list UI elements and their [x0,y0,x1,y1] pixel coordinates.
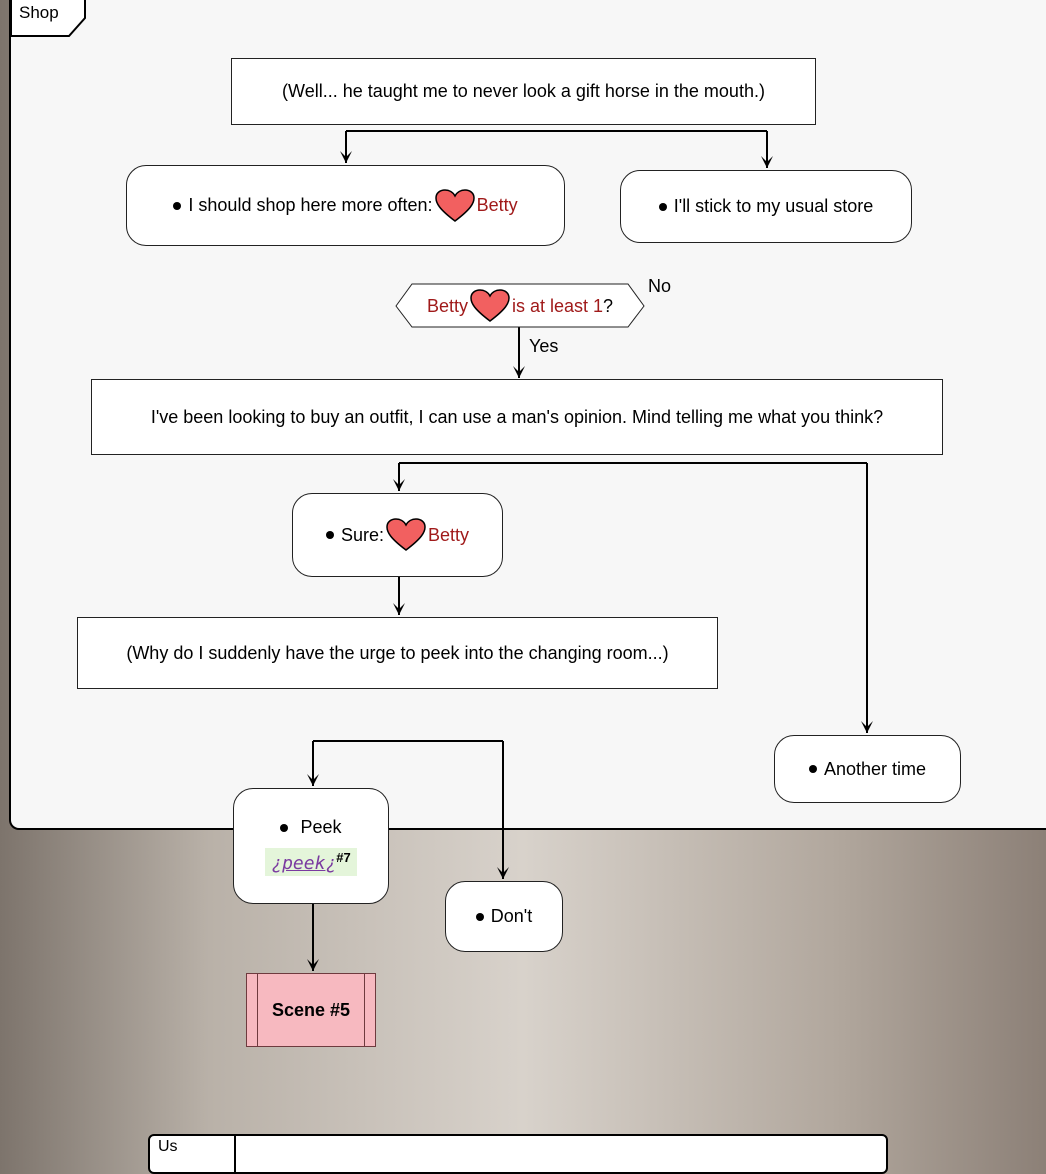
question-text: I've been looking to buy an outfit, I ca… [150,406,884,427]
heart-icon [470,289,510,322]
intro-text: (Well... he taught me to never look a gi… [282,81,765,101]
bullet-icon [280,823,289,832]
character-name: Betty [476,195,518,215]
peek-prefix: ¿ [271,852,283,874]
option-label: I should shop here more often: [188,195,433,215]
option-label: Sure: [340,524,384,545]
option-sure[interactable]: Sure: Betty [292,493,503,577]
footer-divider [234,1136,236,1172]
no-label: No [648,276,672,296]
bullet-icon [808,765,817,773]
character-name: Betty [428,524,470,545]
section-title: Shop [19,3,59,22]
bullet-icon [173,201,182,210]
footer-label: Us [158,1138,178,1155]
peek-link-text[interactable]: peek [282,852,326,874]
option-usual-store[interactable]: I'll stick to my usual store [620,170,912,243]
option-label: Another time [823,758,927,779]
option-dont[interactable]: Don't [445,881,563,952]
condition-character: Betty [426,295,468,316]
condition-text: is at least 1 [511,295,604,316]
peek-label-row: Peek [280,816,342,838]
option-shop-here-more[interactable]: I should shop here more often: Betty [126,165,565,246]
condition-label: Betty is at least 1? [412,286,628,326]
peek-link[interactable]: ¿peek¿#7 [265,847,357,876]
yes-label: Yes [529,336,559,356]
option-label: Don't [490,906,533,926]
intro-text-box: (Well... he taught me to never look a gi… [231,58,816,125]
condition-mark: ? [603,295,614,316]
peek-ref: #7 [336,849,351,865]
footer-panel: Us [148,1134,888,1174]
bullet-icon [658,202,667,211]
thought-text-box: (Why do I suddenly have the urge to peek… [77,617,718,689]
scene-link[interactable]: Scene #5 [246,973,376,1047]
option-peek[interactable]: Peek ¿peek¿#7 [233,788,389,904]
peek-suffix: ¿ [325,852,337,874]
section-tab: Shop [11,0,93,38]
heart-icon [434,188,475,222]
scene-label: Scene #5 [271,999,351,1020]
question-text-box: I've been looking to buy an outfit, I ca… [91,379,943,455]
bullet-icon [475,912,484,921]
option-label: I'll stick to my usual store [673,196,874,216]
option-another-time[interactable]: Another time [774,735,961,803]
heart-icon [386,518,426,551]
thought-text: (Why do I suddenly have the urge to peek… [126,642,669,663]
option-label: Peek [300,816,342,837]
bullet-icon [325,531,334,539]
